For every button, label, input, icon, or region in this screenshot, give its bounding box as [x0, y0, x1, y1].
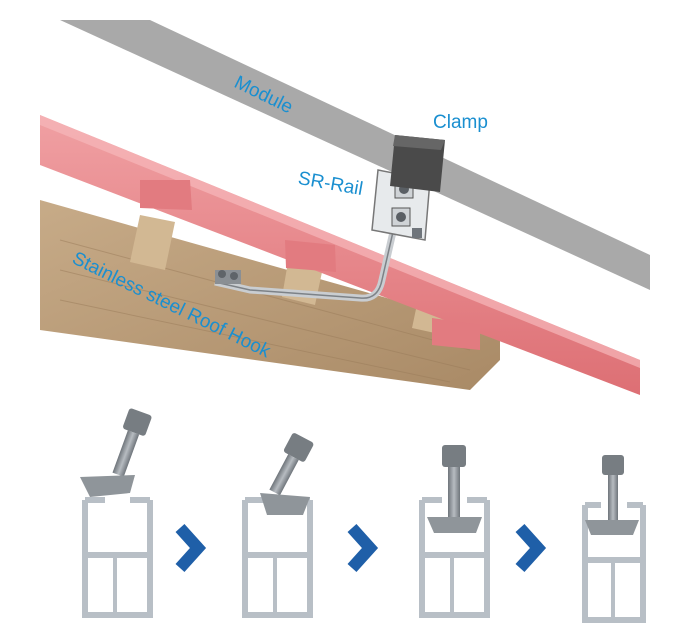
- bolt-icon: [602, 455, 624, 523]
- clamp-nut-icon: [260, 493, 310, 515]
- step-1: [80, 408, 153, 618]
- rail-profile-icon: [82, 497, 153, 618]
- roof-tiles: [40, 115, 640, 395]
- clamp: [390, 135, 445, 192]
- rail-profile-icon: [242, 497, 313, 618]
- bolt-icon: [269, 433, 314, 496]
- clamp-label: Clamp: [433, 112, 488, 133]
- step-3: [419, 445, 490, 618]
- chevron-right-icon: [347, 523, 379, 573]
- roof-hook: [214, 209, 402, 302]
- assembly-steps: [80, 408, 646, 623]
- step-4: [582, 455, 646, 623]
- bolt-icon: [112, 408, 152, 477]
- module-panel: [60, 20, 650, 290]
- clamp-nut-icon: [585, 520, 639, 535]
- rail-profile-icon: [582, 502, 646, 623]
- step-2: [242, 433, 314, 618]
- chevron-right-icon: [515, 523, 547, 573]
- clamp-nut-icon: [427, 517, 482, 533]
- clamp-nut-icon: [80, 475, 135, 497]
- chevron-right-icon: [175, 523, 207, 573]
- rail-profile-icon: [419, 497, 490, 618]
- bolt-icon: [442, 445, 466, 517]
